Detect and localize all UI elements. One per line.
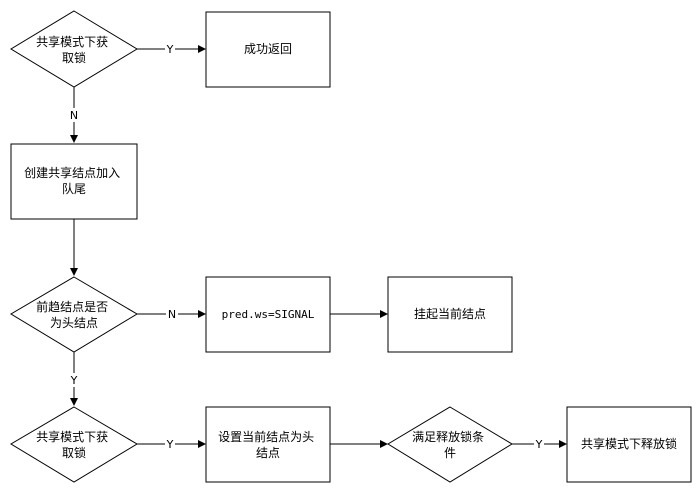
node-create-shared-node-label: 创建共享结点加入 队尾: [24, 165, 124, 196]
node-predecessor-is-head-label: 前趋结点是否 为头结点: [36, 299, 112, 330]
node-predecessor-is-head: 前趋结点是否 为头结点: [10, 276, 138, 353]
node-set-head-label: 设置当前结点为头 结点: [218, 429, 318, 460]
node-suspend-current: 挂起当前结点: [387, 276, 513, 353]
node-pred-ws-signal: pred.ws=SIGNAL: [205, 276, 331, 353]
node-release-condition-label: 满足释放锁条 件: [412, 429, 488, 460]
node-acquire-shared-1: 共享模式下获 取锁: [10, 10, 138, 88]
node-pred-ws-signal-label: pred.ws=SIGNAL: [222, 308, 315, 321]
node-acquire-shared-2-label: 共享模式下获 取锁: [36, 429, 112, 460]
node-acquire-shared-2: 共享模式下获 取锁: [10, 406, 138, 483]
node-success-return: 成功返回: [205, 11, 331, 88]
node-release-condition: 满足释放锁条 件: [387, 406, 513, 483]
edge-label-d2-d3: Y: [70, 374, 78, 387]
node-create-shared-node: 创建共享结点加入 队尾: [10, 143, 138, 220]
edge-label-d3-sethead: Y: [166, 438, 174, 451]
node-release-shared: 共享模式下释放锁: [566, 406, 692, 483]
edge-label-d2-pred: N: [168, 308, 176, 321]
node-success-return-label: 成功返回: [244, 42, 292, 56]
edge-label-d1-success: Y: [166, 43, 174, 56]
node-acquire-shared-1-label: 共享模式下获 取锁: [36, 34, 112, 65]
edge-label-d1-create: N: [70, 109, 78, 122]
edge-label-d4-release: Y: [535, 438, 543, 451]
node-release-shared-label: 共享模式下释放锁: [581, 436, 677, 451]
node-suspend-current-label: 挂起当前结点: [414, 306, 486, 321]
node-set-head: 设置当前结点为头 结点: [205, 406, 331, 483]
edges: [70, 45, 567, 448]
edge-labels: Y N N Y Y Y: [69, 42, 544, 451]
